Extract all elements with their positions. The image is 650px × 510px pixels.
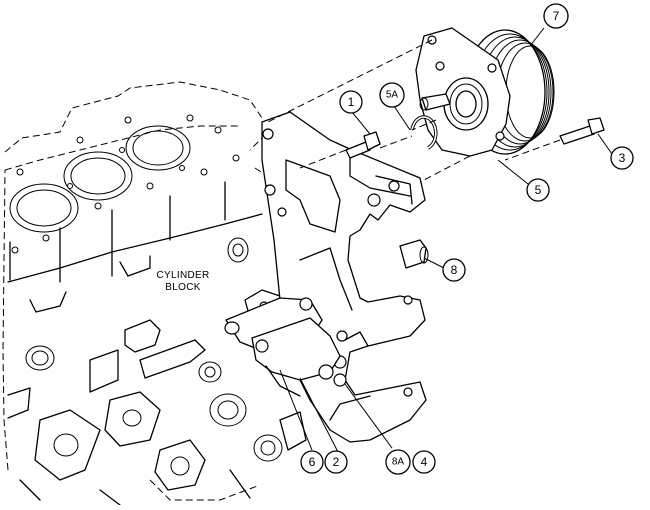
callout-5-label: 5 bbox=[535, 183, 542, 197]
callout-3: 3 bbox=[610, 146, 634, 170]
callout-1: 1 bbox=[339, 90, 363, 114]
callout-5a-label: 5A bbox=[386, 90, 399, 101]
callout-6-label: 6 bbox=[309, 455, 316, 469]
block-label-line-2: BLOCK bbox=[165, 282, 200, 293]
cylinder-block bbox=[2, 81, 307, 506]
callout-3-label: 3 bbox=[619, 151, 626, 165]
callout-8a: 8A bbox=[385, 449, 411, 475]
callout-2-label: 2 bbox=[333, 455, 340, 469]
callout-8-label: 8 bbox=[451, 263, 458, 277]
tensioner-assembly bbox=[224, 297, 347, 397]
callout-5: 5 bbox=[526, 178, 550, 202]
retaining-ring bbox=[410, 115, 438, 150]
leader-lines bbox=[279, 27, 613, 453]
callout-4: 4 bbox=[412, 450, 436, 474]
callout-1-label: 1 bbox=[348, 95, 355, 109]
callout-2: 2 bbox=[324, 450, 348, 474]
callout-8a-label: 8A bbox=[392, 457, 405, 468]
block-label-line-1: CYLINDER bbox=[157, 270, 210, 281]
callout-7: 7 bbox=[543, 3, 569, 29]
callout-6: 6 bbox=[300, 450, 324, 474]
callout-4-label: 4 bbox=[421, 455, 428, 469]
callout-7-label: 7 bbox=[553, 9, 560, 23]
callout-8: 8 bbox=[442, 258, 466, 282]
callout-5a: 5A bbox=[379, 82, 405, 108]
bolt-1 bbox=[345, 131, 381, 159]
bolt-3 bbox=[559, 117, 605, 145]
support-bracket bbox=[261, 111, 429, 443]
